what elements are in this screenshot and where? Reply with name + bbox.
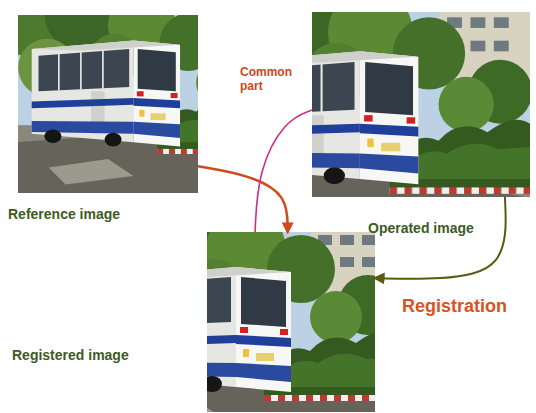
image-caption: Registered image [12,347,129,364]
image-caption: Operated image [368,220,474,237]
reference-photo [0,0,271,193]
image-caption: Reference image [8,206,120,223]
operated-photo [190,0,532,243]
image-frame: Reference image [18,15,198,193]
connector-arrow [375,197,506,279]
image-frame: Registered image [207,232,375,412]
connector-arrow [198,166,288,232]
edge-label: Common part [240,66,296,94]
edge-label: Registration [402,296,507,317]
image-frame: Operated image [312,12,530,197]
connector-arrow [255,110,312,232]
registered-photo [76,190,398,413]
